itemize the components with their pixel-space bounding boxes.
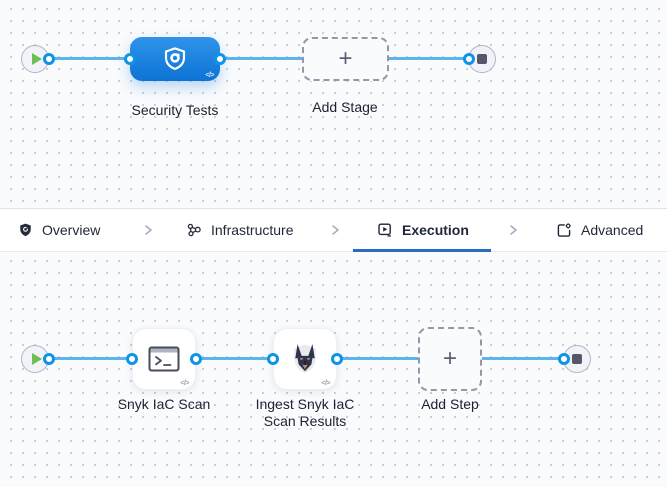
- step-label: Snyk IaC Scan: [117, 396, 211, 412]
- chevron-right-icon: [332, 225, 339, 235]
- chevron-right-icon: [145, 225, 152, 235]
- connector-point: [43, 53, 55, 65]
- step-canvas: </> Snyk IaC Scan </> Ingest Snyk IaC Sc…: [0, 250, 667, 487]
- tab-label: Execution: [402, 222, 469, 238]
- advanced-gear-doc-icon: [557, 223, 571, 237]
- shield-gear-icon: [164, 47, 186, 70]
- terminal-icon: [148, 346, 180, 371]
- stage-connector-line: [35, 57, 469, 60]
- plus-icon: +: [338, 45, 353, 72]
- tab-label: Advanced: [581, 222, 644, 238]
- add-stage-label: Add Stage: [312, 99, 378, 115]
- step-node-ingest-snyk-results[interactable]: </>: [273, 328, 337, 390]
- code-badge: </>: [180, 380, 189, 387]
- code-badge: </>: [205, 72, 214, 79]
- add-stage-button[interactable]: +: [302, 37, 389, 81]
- execution-play-icon: [378, 223, 391, 237]
- tab-overview[interactable]: Overview: [18, 209, 100, 251]
- code-badge: </>: [321, 380, 330, 387]
- connector-point: [190, 353, 202, 365]
- play-icon: [31, 53, 42, 65]
- tab-infrastructure[interactable]: Infrastructure: [186, 209, 293, 251]
- step-node-snyk-iac-scan[interactable]: </>: [132, 328, 196, 390]
- snyk-dog-icon: [294, 344, 316, 373]
- connector-point: [267, 353, 279, 365]
- chevron-right-icon: [510, 225, 517, 235]
- stage-node-security-tests[interactable]: </>: [130, 37, 220, 81]
- play-icon: [31, 353, 42, 365]
- connector-point: [214, 53, 226, 65]
- connector-point: [43, 353, 55, 365]
- infrastructure-icon: [187, 223, 201, 237]
- tab-label: Overview: [42, 222, 101, 238]
- stage-config-tabbar: Overview Infrastructure Execution: [0, 208, 667, 252]
- tab-execution[interactable]: Execution: [377, 209, 469, 251]
- stage-canvas: </> Security Tests + Add Stage: [0, 0, 667, 208]
- tab-advanced[interactable]: Advanced: [556, 209, 643, 251]
- stage-label: Security Tests: [131, 102, 219, 118]
- connector-point: [124, 53, 136, 65]
- plus-icon: +: [442, 345, 457, 372]
- connector-point: [331, 353, 343, 365]
- stop-icon: [477, 54, 487, 64]
- active-tab-underline: [353, 249, 491, 252]
- tab-label: Infrastructure: [211, 222, 294, 238]
- stop-icon: [572, 354, 582, 364]
- step-label: Ingest Snyk IaC Scan Results: [255, 396, 355, 429]
- add-step-label: Add Step: [421, 396, 479, 412]
- shield-check-icon: [20, 223, 31, 237]
- connector-point: [558, 353, 570, 365]
- add-step-button[interactable]: +: [418, 327, 482, 391]
- connector-point: [463, 53, 475, 65]
- connector-point: [126, 353, 138, 365]
